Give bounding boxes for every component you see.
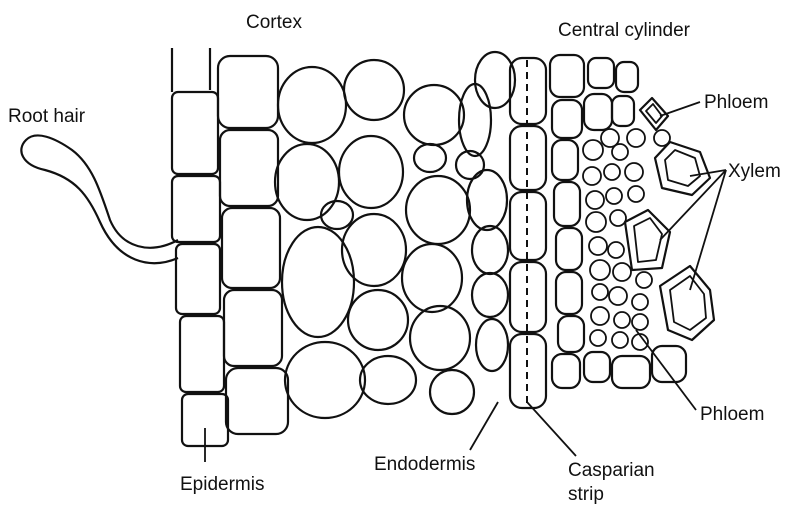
epidermis-layer (172, 48, 228, 446)
phloem-top-label: Phloem (704, 92, 768, 113)
central-cylinder-cells (550, 55, 686, 388)
cortex-cells (275, 52, 515, 418)
central-cylinder-label: Central cylinder (558, 20, 691, 41)
cortex-label: Cortex (246, 12, 302, 33)
casparian-strip-label-line2: strip (568, 484, 604, 505)
epidermis-label: Epidermis (180, 474, 264, 495)
casparian-strip-label-line1: Casparian (568, 460, 655, 481)
cortex-outer-cells (218, 56, 288, 434)
root-hair (21, 135, 178, 263)
endodermis-layer (510, 58, 546, 408)
xylem-label: Xylem (728, 161, 781, 182)
phloem-bottom-label: Phloem (700, 404, 764, 425)
endodermis-label: Endodermis (374, 454, 475, 475)
root-hair-label: Root hair (8, 106, 86, 127)
